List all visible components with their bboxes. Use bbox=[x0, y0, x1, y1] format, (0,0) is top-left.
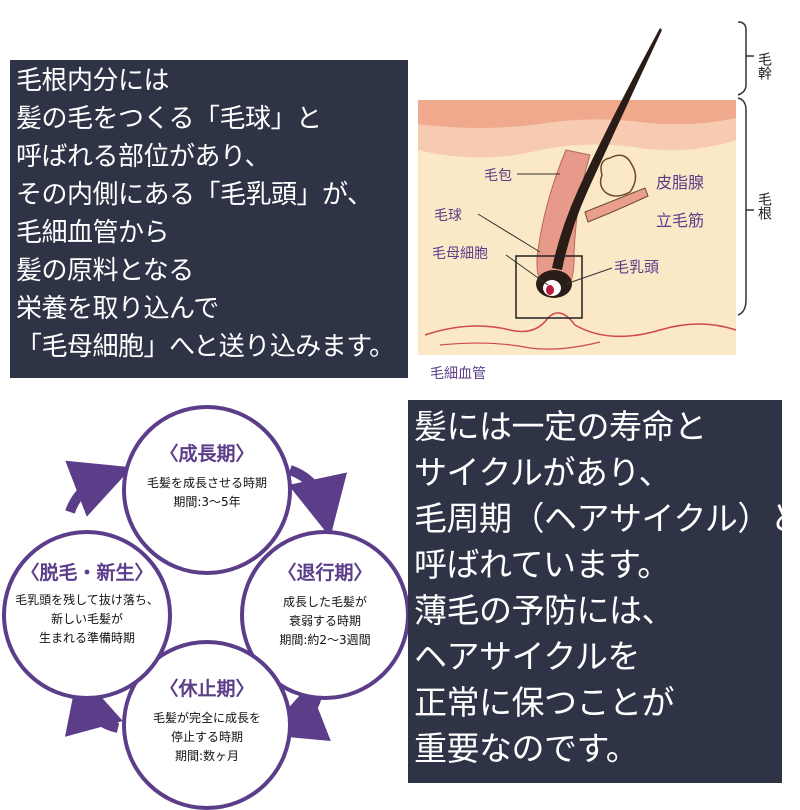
cycle-text-line: 呼ばれています。 bbox=[414, 545, 670, 584]
intro-line: 髪の毛をつくる「毛球」と bbox=[16, 104, 322, 134]
phase-description: 成長した毛髪が 衰弱する時期 期間:約2〜3週間 bbox=[244, 593, 406, 650]
epidermis-top bbox=[418, 100, 736, 128]
cycle-text-line: サイクルがあり、 bbox=[414, 453, 672, 492]
intro-line: 呼ばれる部位があり、 bbox=[16, 142, 270, 172]
matrix-cells-label: 毛母細胞 bbox=[432, 246, 488, 262]
phase-desc-line: 成長した毛髪が bbox=[282, 595, 367, 609]
hair-shaft bbox=[552, 28, 662, 270]
follicle-label: 毛包 bbox=[484, 168, 512, 184]
root-label: 毛根 bbox=[756, 192, 772, 220]
phase-description: 毛乳頭を残して抜け落ち、 新しい毛髪が 生まれる準備時期 bbox=[6, 591, 168, 648]
cycle-text-line: 髪には一定の寿命と bbox=[414, 407, 707, 446]
cycle-text-line: 薄毛の予防には、 bbox=[414, 591, 675, 630]
intro-line: 髪の原料となる bbox=[16, 256, 194, 286]
cycle-text-line: 毛周期（ヘアサイクル）と bbox=[414, 499, 800, 538]
phase-desc-line: 毛乳頭を残して抜け落ち、 bbox=[15, 593, 159, 607]
phase-desc-line: 衰弱する時期 bbox=[288, 614, 361, 628]
hair-anatomy-diagram: 毛幹 毛根 毛包 毛球 毛母細胞 皮脂腺 立毛筋 毛乳頭 毛細血管 bbox=[418, 21, 772, 382]
cycle-text-line: 重要なのです。 bbox=[414, 729, 639, 768]
phase-desc-line: 新しい毛髪が bbox=[50, 612, 123, 626]
shaft-bracket bbox=[737, 21, 747, 96]
phase-growth: 〈成長期〉 毛髪を成長させる時期 期間:3〜5年 bbox=[122, 405, 292, 575]
capillary-vessel bbox=[439, 341, 601, 350]
phase-title: 〈成長期〉 bbox=[159, 443, 255, 465]
phase-desc-line: 期間:約2〜3週間 bbox=[279, 633, 371, 647]
phase-desc-line: 期間:数ヶ月 bbox=[174, 749, 240, 763]
phase-description: 毛髪が完全に成長を 停止する時期 期間:数ヶ月 bbox=[126, 709, 288, 766]
phase-description: 毛髪を成長させる時期 期間:3〜5年 bbox=[126, 474, 288, 512]
capillary-vessel bbox=[424, 312, 737, 338]
papilla-label: 毛乳頭 bbox=[614, 258, 659, 276]
arrow-growth-to-catagen bbox=[288, 465, 348, 538]
intro-text-box: 毛根内分には 髪の毛をつくる「毛球」と 呼ばれる部位があり、 その内側にある「毛… bbox=[10, 60, 408, 378]
intro-line: 毛細血管から bbox=[16, 218, 170, 248]
arrector-pili bbox=[584, 187, 649, 223]
bulb-label: 毛球 bbox=[434, 208, 462, 224]
bulb-highlight-frame bbox=[515, 255, 583, 319]
root-bracket bbox=[737, 97, 747, 316]
sebaceous-gland-label: 皮脂腺 bbox=[656, 173, 704, 192]
sebaceous-gland bbox=[599, 154, 637, 197]
phase-title: 〈退行期〉 bbox=[277, 562, 373, 584]
phase-desc-line: 毛髪を成長させる時期 bbox=[146, 476, 267, 490]
intro-line: 毛根内分には bbox=[16, 66, 170, 96]
capillary-label: 毛細血管 bbox=[430, 366, 486, 382]
papilla-core bbox=[546, 285, 554, 295]
cycle-text-line: 正常に保つことが bbox=[414, 683, 675, 722]
phase-desc-line: 毛髪が完全に成長を bbox=[152, 711, 261, 725]
intro-line: 「毛母細胞」へと送り込みます。 bbox=[16, 332, 395, 362]
arrector-pili-label: 立毛筋 bbox=[656, 211, 704, 230]
cycle-text-line: ヘアサイクルを bbox=[414, 637, 640, 676]
phase-desc-line: 停止する時期 bbox=[170, 730, 243, 744]
arrow-shedding-to-growth bbox=[65, 460, 132, 517]
shaft-label: 毛幹 bbox=[756, 52, 772, 80]
phase-desc-line: 生まれる準備時期 bbox=[38, 631, 135, 645]
phase-title: 〈休止期〉 bbox=[159, 678, 255, 700]
phase-shedding: 〈脱毛・新生〉 毛乳頭を残して抜け落ち、 新しい毛髪が 生まれる準備時期 bbox=[2, 530, 172, 700]
phase-desc-line: 期間:3〜5年 bbox=[173, 495, 241, 509]
cycle-text-box: 髪には一定の寿命と サイクルがあり、 毛周期（ヘアサイクル）と 呼ばれています。… bbox=[408, 400, 800, 783]
arrow-telogen-to-shedding bbox=[64, 671, 123, 737]
intro-line: 栄養を取り込んで bbox=[16, 294, 219, 324]
intro-line: その内側にある「毛乳頭」が、 bbox=[16, 180, 373, 210]
phase-title: 〈脱毛・新生〉 bbox=[20, 562, 154, 584]
